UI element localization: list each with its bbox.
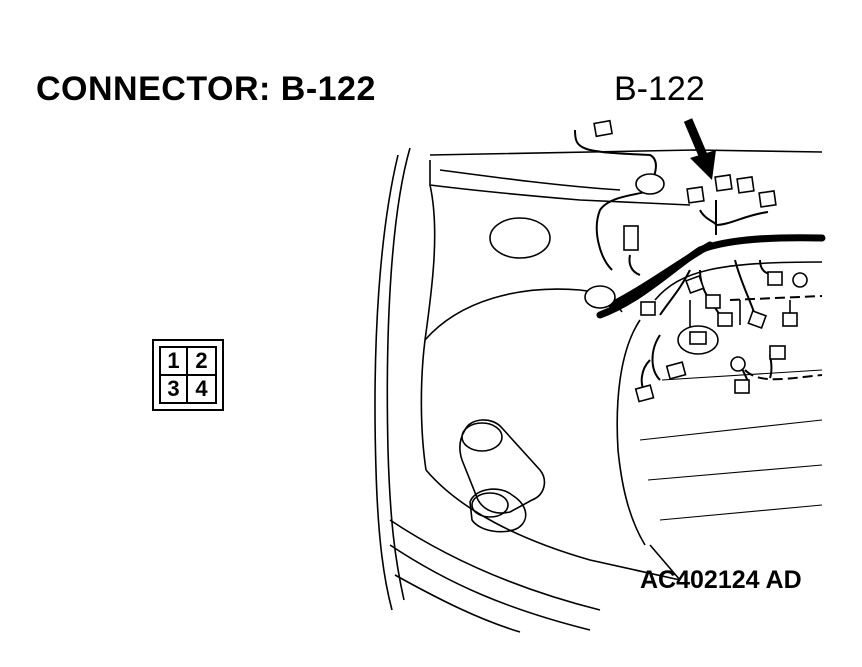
grommet [635,173,665,195]
apron-shapes [459,419,546,533]
connector-title: CONNECTOR: B-122 [36,70,376,108]
engine-outline [616,261,823,581]
pin-1: 1 [161,348,188,376]
pointer-arrow [683,118,716,180]
pin-4: 4 [195,376,208,401]
strut-tower [489,217,551,259]
wiring-harness [574,129,826,393]
connectors [593,119,808,403]
connector-pin-layout: 1 2 3 4 [152,339,224,411]
figure-code: AC402124 AD [640,566,802,594]
pin-2: 2 [188,348,215,376]
callout-label: B-122 [614,70,705,108]
pin-3: 3 [161,376,188,402]
body-panel-outline [374,147,823,633]
nut [689,331,707,345]
grommet [584,285,616,309]
